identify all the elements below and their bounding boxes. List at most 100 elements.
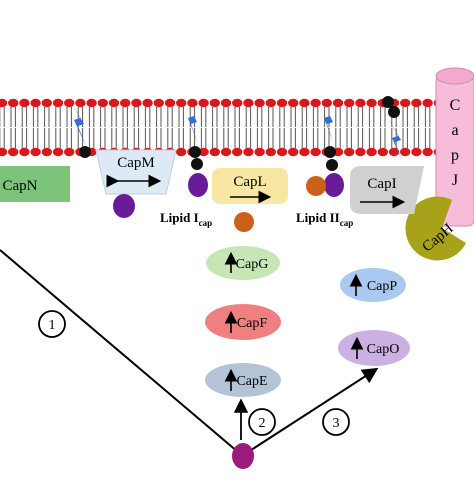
lipid-head bbox=[30, 147, 41, 157]
capE-label: CapE bbox=[236, 374, 267, 389]
lipid-head bbox=[41, 147, 52, 157]
capF-label: CapF bbox=[237, 316, 268, 331]
lipid-head bbox=[198, 147, 209, 157]
lipid-head bbox=[232, 98, 243, 108]
lipid-head bbox=[120, 98, 131, 108]
lipid-head bbox=[288, 147, 299, 157]
lipid-head bbox=[131, 98, 142, 108]
svg-text:Lipid Icap: Lipid Icap bbox=[160, 210, 212, 228]
capI-label: CapI bbox=[367, 176, 396, 192]
lipid-head bbox=[8, 147, 19, 157]
lipid-carrier-1 bbox=[70, 100, 91, 158]
lipid-head bbox=[142, 98, 153, 108]
lipid-head bbox=[86, 98, 97, 108]
lipid-head bbox=[400, 98, 411, 108]
capP-protein: CapP bbox=[340, 268, 406, 302]
capP-label: CapP bbox=[367, 279, 398, 294]
lipid-head bbox=[288, 98, 299, 108]
lipid-head bbox=[411, 147, 422, 157]
step-2-marker: 2 bbox=[248, 408, 276, 436]
lipid-carrier-4 bbox=[382, 96, 402, 160]
lipid-head bbox=[265, 98, 276, 108]
lipid-head bbox=[400, 147, 411, 157]
lipid-head bbox=[366, 98, 377, 108]
lipid-head bbox=[332, 98, 344, 108]
lipid-head bbox=[30, 98, 41, 108]
lipid-head bbox=[411, 98, 422, 108]
lipid-carrier-3 bbox=[306, 96, 344, 197]
lipid-head bbox=[63, 98, 75, 108]
lipid-head bbox=[310, 147, 321, 157]
lipid-head bbox=[8, 98, 19, 108]
capM-label: CapM bbox=[117, 155, 155, 171]
lipid-head bbox=[176, 98, 187, 108]
lipid-head bbox=[198, 98, 209, 108]
svg-text:2: 2 bbox=[259, 416, 266, 431]
capL-protein: CapL bbox=[212, 168, 288, 232]
capJ-protein: C a p J bbox=[435, 67, 474, 227]
lipid-head bbox=[355, 98, 366, 108]
lipid-head bbox=[366, 147, 377, 157]
lipid-head bbox=[52, 98, 64, 108]
lipid-head bbox=[75, 98, 86, 108]
precursor-sugar bbox=[232, 443, 254, 469]
capJ-letter: p bbox=[451, 147, 459, 164]
capJ-letter: C bbox=[450, 97, 461, 114]
capJ-letter: J bbox=[452, 172, 458, 189]
svg-text:Lipid IIcap: Lipid IIcap bbox=[296, 210, 353, 228]
lipid-head bbox=[164, 98, 176, 108]
lipid-head bbox=[63, 147, 75, 157]
capO-protein: CapO bbox=[338, 330, 410, 366]
step-1-marker: 1 bbox=[38, 310, 66, 338]
lipid-head bbox=[187, 98, 198, 108]
lipid-head bbox=[388, 147, 400, 157]
cell-membrane bbox=[0, 98, 444, 157]
lipid-head bbox=[243, 147, 254, 157]
capN-protein: CapN bbox=[0, 166, 70, 202]
lipid2-label: Lipid IIcap bbox=[296, 210, 353, 228]
lipid-head bbox=[108, 98, 120, 108]
capG-label: CapG bbox=[236, 257, 269, 272]
capM-protein: CapM bbox=[95, 149, 177, 218]
lipid-head bbox=[220, 98, 232, 108]
lipid-head bbox=[310, 98, 321, 108]
lipid-head bbox=[209, 147, 220, 157]
lipid-carrier-2 bbox=[184, 96, 208, 197]
capF-protein: CapF bbox=[205, 304, 281, 340]
lipid1-label: Lipid Icap bbox=[160, 210, 212, 228]
lipid-head bbox=[422, 98, 433, 108]
lipid-head bbox=[355, 147, 366, 157]
capO-label: CapO bbox=[367, 342, 400, 357]
lipid-head bbox=[97, 98, 109, 108]
capE-protein: CapE bbox=[205, 363, 281, 397]
lipid-head bbox=[422, 147, 433, 157]
capG-protein: CapG bbox=[206, 246, 280, 280]
capJ-letter: a bbox=[451, 122, 458, 139]
lipid-head bbox=[254, 98, 265, 108]
lipid-head bbox=[276, 98, 288, 108]
svg-text:3: 3 bbox=[333, 416, 340, 431]
capI-protein: CapI bbox=[350, 166, 424, 214]
lipid-head bbox=[254, 147, 265, 157]
lipid-head bbox=[209, 98, 220, 108]
lipid-head bbox=[0, 98, 8, 108]
capL-label: CapL bbox=[233, 174, 266, 190]
lipid-head bbox=[344, 98, 355, 108]
step-3-marker: 3 bbox=[322, 408, 350, 436]
lipid-head bbox=[344, 147, 355, 157]
lipid-head bbox=[276, 147, 288, 157]
capN-label: CapN bbox=[3, 178, 38, 194]
lipid-head bbox=[41, 98, 52, 108]
pathway-lines bbox=[0, 249, 379, 453]
lipid-head bbox=[265, 147, 276, 157]
lipid-head bbox=[19, 98, 30, 108]
capH-protein: CapH bbox=[405, 196, 466, 261]
lipid-head bbox=[0, 147, 8, 157]
lipid-head bbox=[52, 147, 64, 157]
lipid-head bbox=[377, 147, 388, 157]
lipid-head bbox=[153, 98, 164, 108]
lipid-head bbox=[299, 147, 310, 157]
lipid-head bbox=[243, 98, 254, 108]
